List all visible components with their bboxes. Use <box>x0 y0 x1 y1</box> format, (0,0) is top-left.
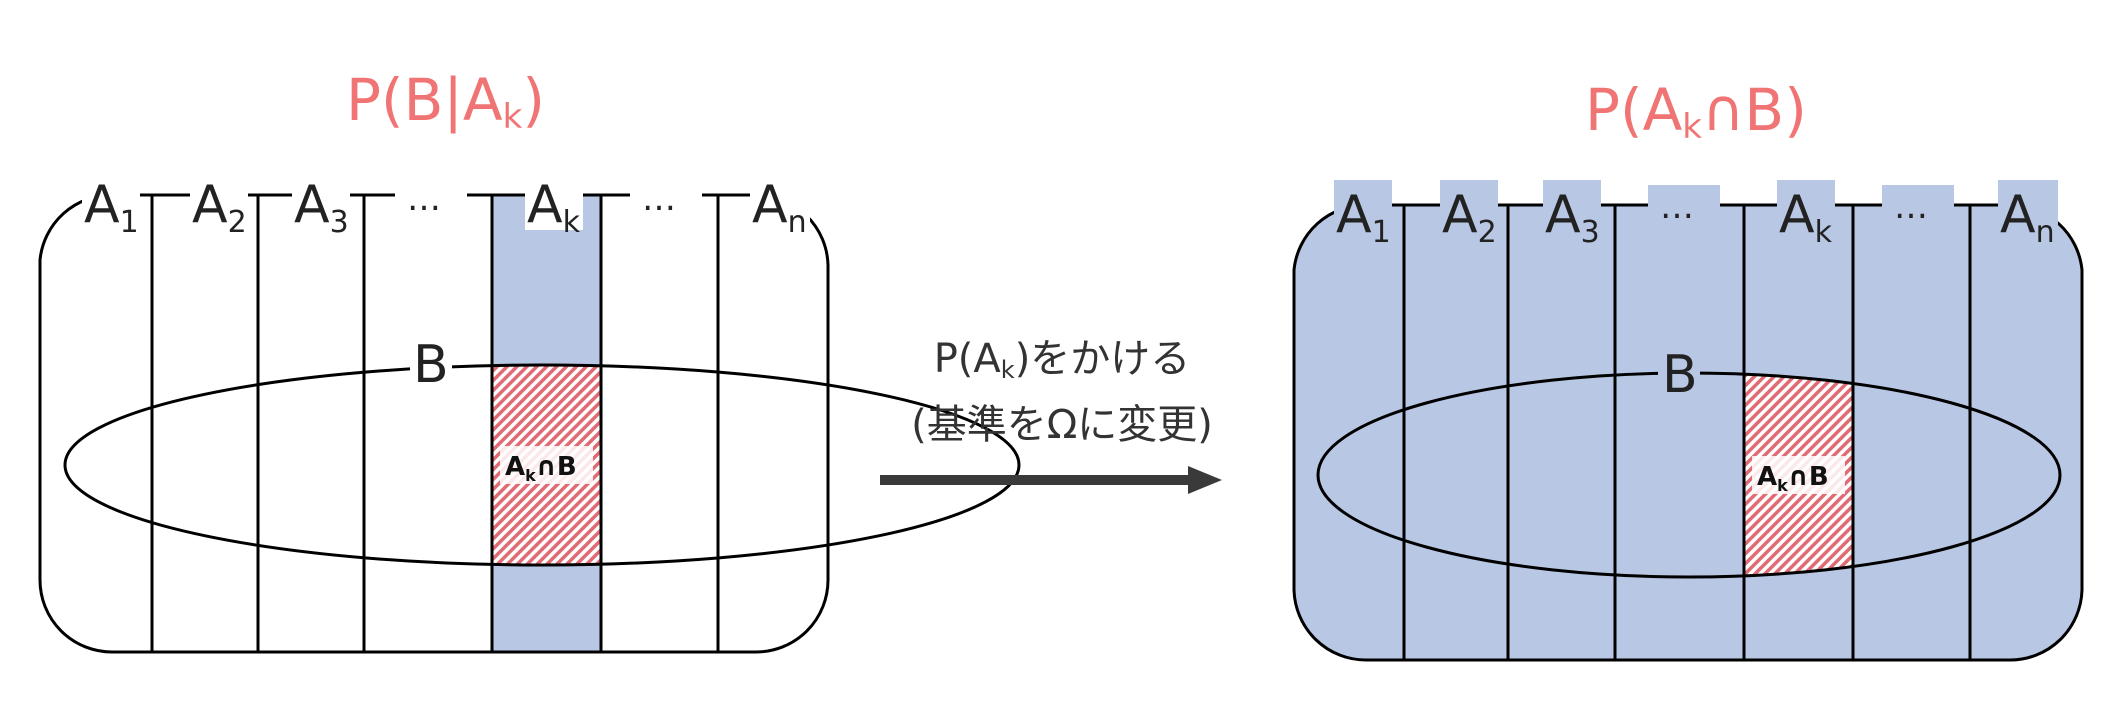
left-panel: P(B|Ak) <box>38 66 1021 654</box>
right-label-masks <box>1334 180 2058 400</box>
left-sample-space <box>38 193 830 654</box>
left-partition-lines <box>150 195 720 652</box>
left-title-pre: P(B|A <box>346 66 503 134</box>
left-event-b <box>63 363 1021 567</box>
left-label-ellipsis-2: … <box>642 179 676 219</box>
right-intersection-label: Ak∩B <box>1757 462 1829 495</box>
right-label-a1: A1 <box>1336 185 1391 250</box>
right-label-b: B <box>1662 345 1698 405</box>
right-partition-lines <box>1402 205 1972 660</box>
arrow-caption-line1: P(Ak)をかける <box>934 336 1191 384</box>
right-label-an: An <box>2000 185 2055 250</box>
left-label-a1: A1 <box>84 175 139 240</box>
left-label-ellipsis-1: … <box>407 179 441 219</box>
left-title-post: ) <box>522 66 545 134</box>
transition-arrow: P(Ak)をかける (基準をΩに変更) <box>880 336 1222 494</box>
right-panel: P(Ak∩B) A1 <box>1292 76 2084 662</box>
arrow-caption-line2: (基準をΩに変更) <box>911 402 1213 448</box>
left-intersection-label: Ak∩B <box>505 452 577 485</box>
arrow-head <box>1188 466 1222 494</box>
left-label-a3: A3 <box>294 175 349 240</box>
left-title-sub: k <box>503 97 523 137</box>
right-title: P(Ak∩B) <box>1585 76 1807 147</box>
right-intersection-label-bg <box>1752 456 1845 494</box>
right-label-ellipsis-1: … <box>1660 187 1694 227</box>
left-label-ak: Ak <box>527 175 581 240</box>
left-label-a2: A2 <box>192 175 247 240</box>
left-label-an: An <box>752 175 807 240</box>
left-intersection-label-bg <box>500 446 593 484</box>
right-label-ak: Ak <box>1779 185 1833 250</box>
right-label-a2: A2 <box>1442 185 1497 250</box>
right-title-sub: k <box>1682 107 1702 147</box>
right-label-a3: A3 <box>1545 185 1600 250</box>
left-partition-labels: A1 A2 A3 … Ak … An <box>84 175 807 240</box>
left-title: P(B|Ak) <box>346 66 545 137</box>
right-partition-labels: A1 A2 A3 … Ak … An <box>1336 185 2055 250</box>
left-label-b: B <box>413 335 449 395</box>
left-label-masks <box>82 170 810 390</box>
right-title-pre: P(A <box>1585 76 1683 144</box>
right-sample-space <box>1292 203 2084 662</box>
right-title-post: ∩B) <box>1702 76 1807 144</box>
right-label-ellipsis-2: … <box>1894 187 1928 227</box>
